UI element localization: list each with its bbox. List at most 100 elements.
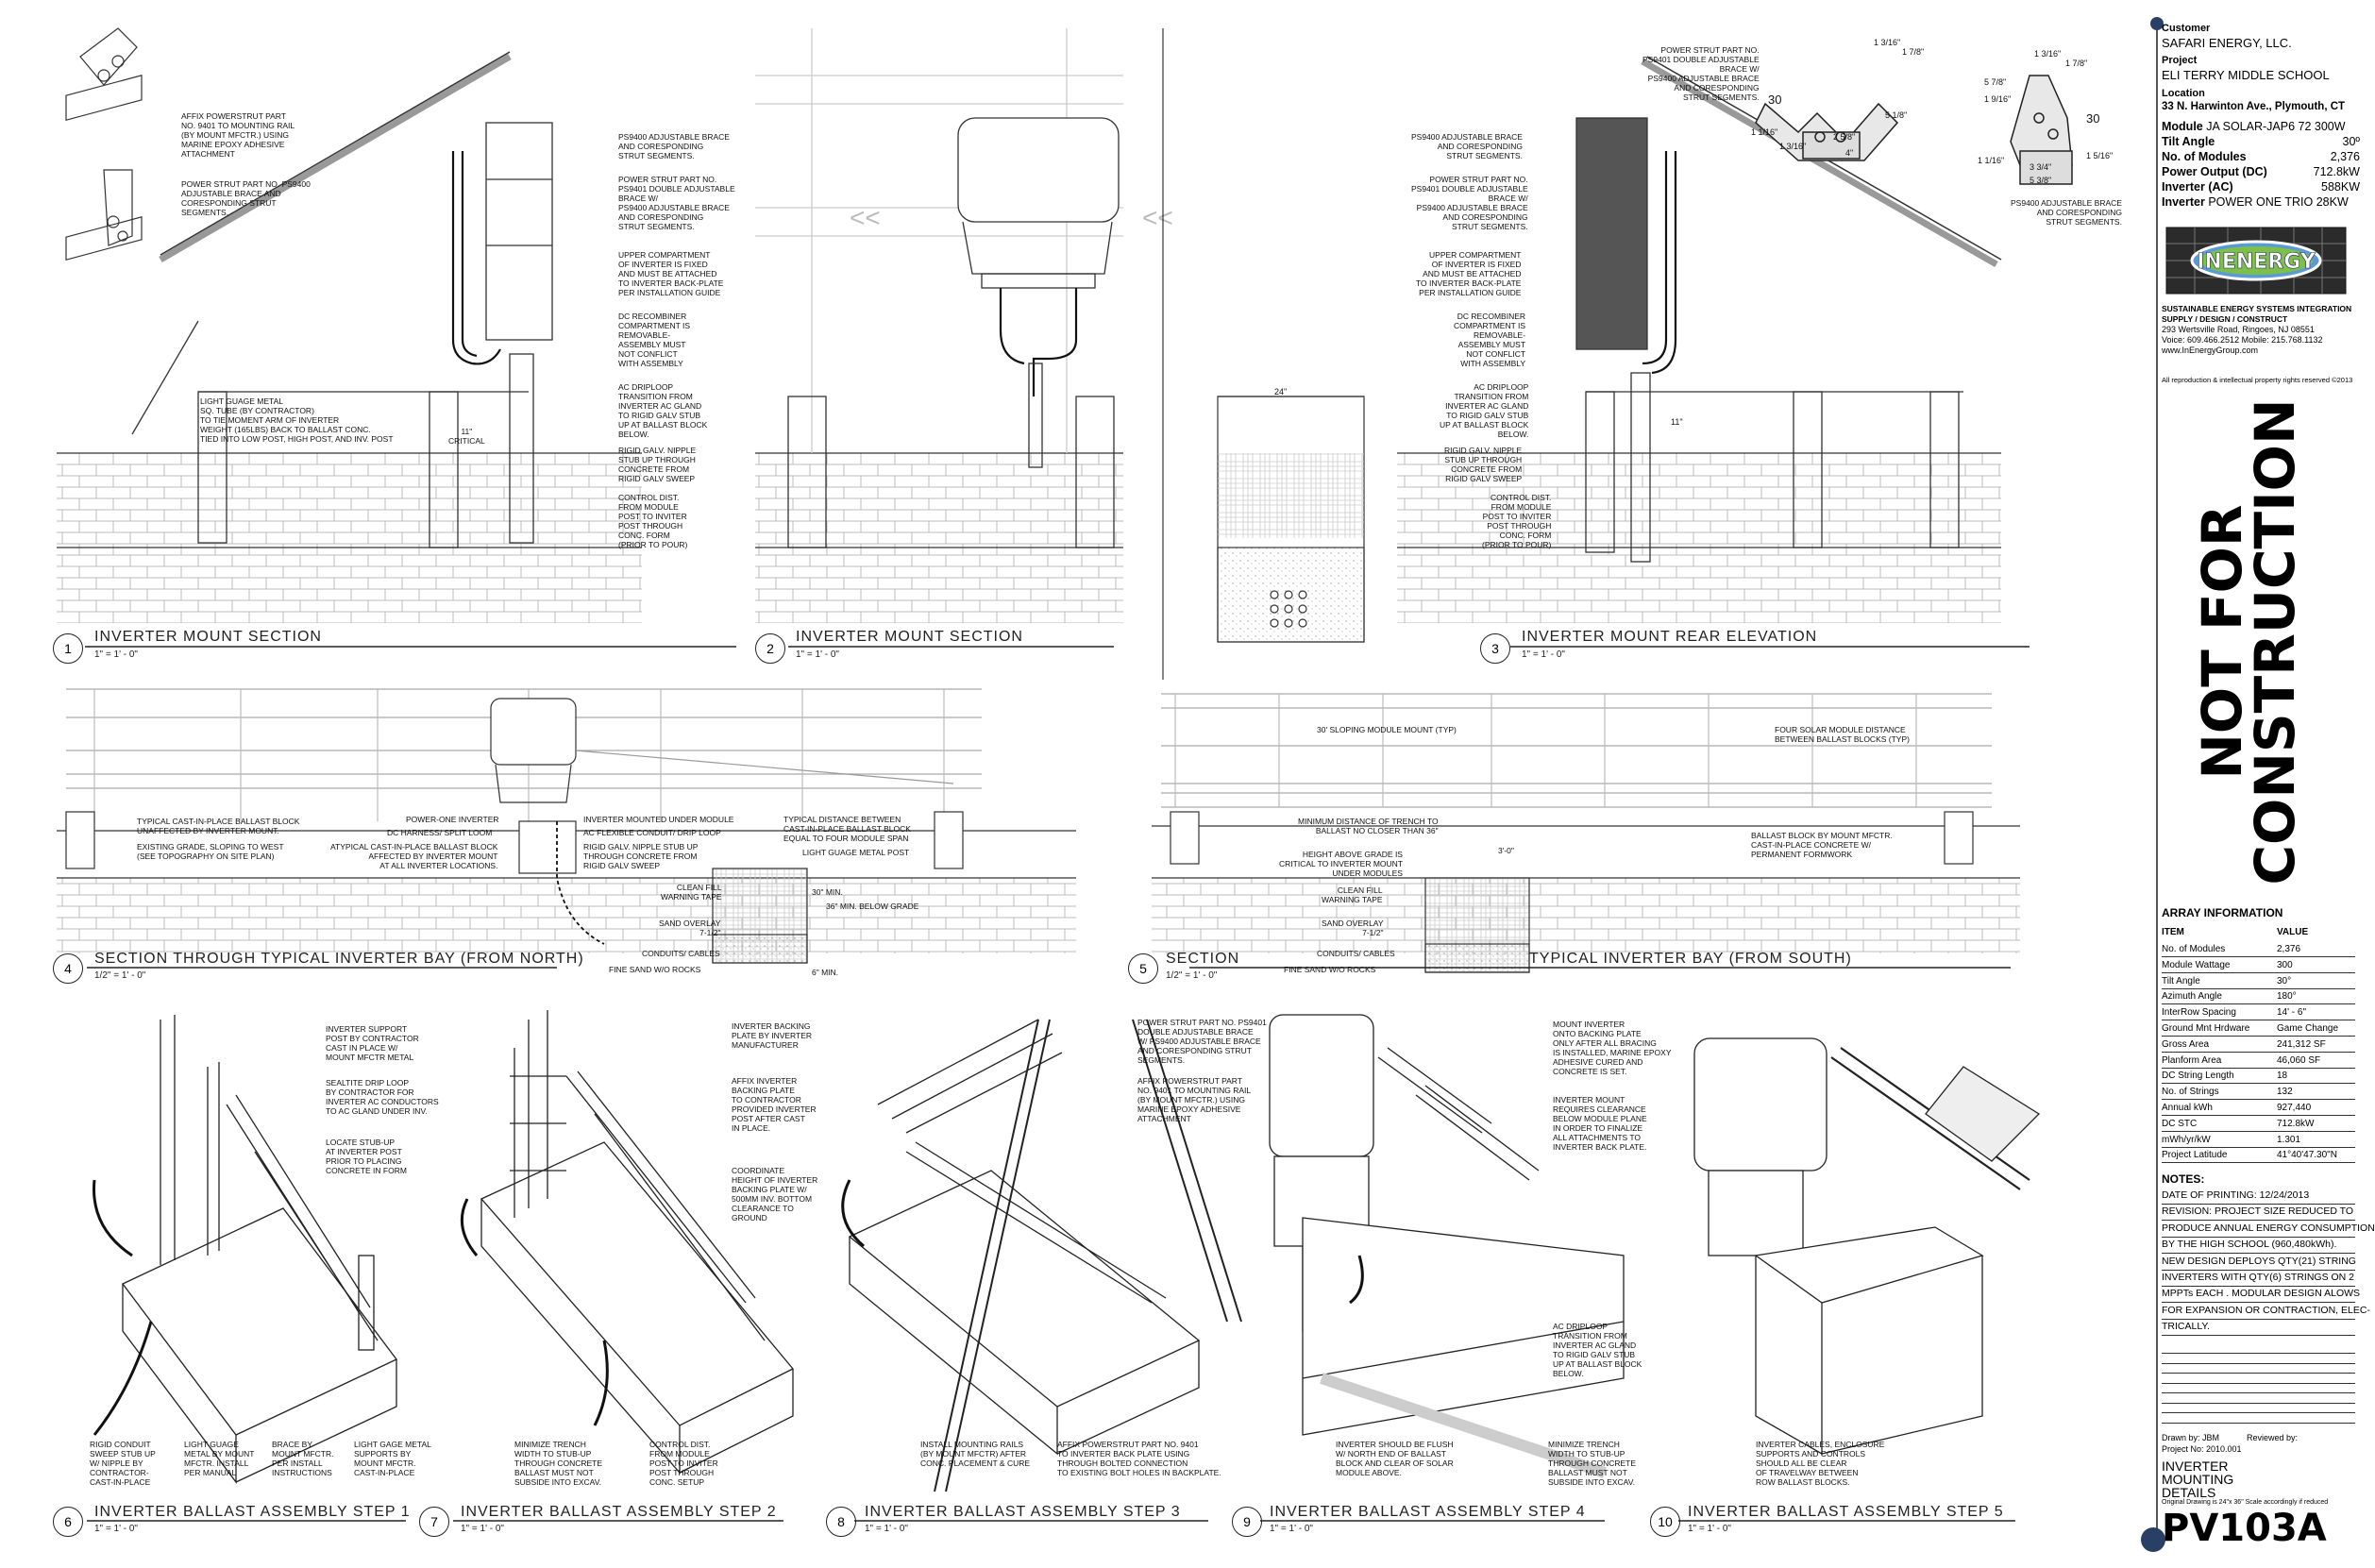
- v4-lightpost-note: LIGHT GUAGE METAL POST: [802, 848, 910, 857]
- drawing-sheet: << <<: [57, 27, 2073, 1522]
- array-item: InterRow Spacing: [2162, 1007, 2236, 1019]
- view-10-number: 10: [1650, 1507, 1680, 1537]
- array-value: 180°: [2277, 991, 2297, 1003]
- spec-power: Power Output (DC)712.8kW: [2162, 165, 2360, 178]
- v5-finesand-note: FINE SAND W/O ROCKS: [1284, 965, 1376, 974]
- s8-install-note: INSTALL MOUNTING RAILS (BY MOUNT MFCTR) …: [920, 1440, 1031, 1468]
- view-8-scale: 1" = 1' - 0": [865, 1524, 908, 1534]
- v4-min6-dim: 6" MIN.: [812, 968, 839, 977]
- view-5-number: 5: [1128, 953, 1158, 984]
- v5-height-note: HEIGHT ABOVE GRADE IS CRITICAL TO INVERT…: [1279, 850, 1403, 878]
- note-blank-line: [2162, 1402, 2355, 1404]
- array-item: Module Wattage: [2162, 959, 2231, 970]
- v3-top-strut-note: POWER STRUT PART NO. PS9401 DOUBLE ADJUS…: [1642, 45, 1760, 102]
- array-value: 712.8kW: [2277, 1118, 2315, 1129]
- step-6-drawing: [93, 1015, 397, 1484]
- view-3-drawing: [1397, 56, 2002, 623]
- titleblock-bottom-dot: [2141, 1527, 2165, 1552]
- array-item: Project Latitude: [2162, 1150, 2228, 1161]
- array-row: Project Latitude 41°40'47.30"N: [2162, 1148, 2355, 1164]
- bracket-left-dim-7: 1 7/8": [1902, 47, 1925, 57]
- mid-rigid-note: RIGID GALV. NIPPLE STUB UP THROUGH CONCR…: [618, 446, 697, 483]
- array-value: 41°40'47.30"N: [2277, 1150, 2337, 1161]
- v3-rigid-note: RIGID GALV. NIPPLE STUB UP THROUGH CONCR…: [1444, 446, 1523, 483]
- note-line: PRODUCE ANNUAL ENERGY CONSUMPTION: [2162, 1221, 2375, 1238]
- s10-cables-note: INVERTER CABLES, ENCLOSURE SUPPORTS AND …: [1756, 1440, 1885, 1487]
- s7-coordinate-note: COORDINATE HEIGHT OF INVERTER BACKING PL…: [732, 1166, 818, 1222]
- s9-ac-note: AC DRIPLOOP TRANSITION FROM INVERTER AC …: [1553, 1322, 1642, 1378]
- view-2-number: 2: [755, 633, 785, 664]
- step-7-drawing: [460, 1010, 795, 1475]
- v4-min36-dim: 36" MIN. BELOW GRADE: [826, 902, 919, 911]
- drawn-by: Drawn by: JBM: [2162, 1433, 2220, 1442]
- note-blank-line: [2162, 1352, 2355, 1354]
- array-item: No. of Strings: [2162, 1087, 2219, 1098]
- view-1-title: INVERTER MOUNT SECTION: [94, 629, 322, 645]
- company-address: 293 Wertsville Road, Ringoes, NJ 08551: [2162, 325, 2315, 334]
- original-drawing-note: Original Drawing is 24"x 36" Scale accor…: [2162, 1499, 2329, 1506]
- bracket-left-dim-3: 1 3/16": [1779, 142, 1807, 151]
- v1-affix-note: AFFIX POWERSTRUT PART NO. 9401 TO MOUNTI…: [181, 111, 295, 159]
- spec-module: Module JA SOLAR-JAP6 72 300W: [2162, 120, 2346, 133]
- note-blank-line: [2162, 1382, 2355, 1384]
- v4-dcharness-note: DC HARNESS/ SPLIT LOOM: [387, 828, 493, 837]
- v4-under-note: INVERTER MOUNTED UNDER MODULE: [583, 815, 734, 824]
- array-heading: ARRAY INFORMATION: [2162, 906, 2283, 919]
- note-line: FOR EXPANSION OR CONTRACTION, ELEC-: [2162, 1303, 2370, 1320]
- array-item: Gross Area: [2162, 1038, 2210, 1050]
- project-label: Project: [2162, 55, 2198, 66]
- array-value: 300: [2277, 959, 2293, 970]
- project-name: ELI TERRY MIDDLE SCHOOL: [2162, 68, 2330, 82]
- v4-atypical-note: ATYPICAL CAST-IN-PLACE BALLAST BLOCK AFF…: [330, 842, 498, 870]
- s6-light-note: LIGHT GUAGE METAL BY MOUNT MFCTR. INSTAL…: [184, 1440, 255, 1477]
- note-line: NEW DESIGN DEPLOYS QTY(21) STRING: [2162, 1254, 2356, 1271]
- bracket-right-dim-2: 1 3/16": [2034, 49, 2062, 59]
- v4-powerone-note: POWER-ONE INVERTER: [406, 815, 499, 824]
- s6-support-note: INVERTER SUPPORT POST BY CONTRACTOR CAST…: [326, 1024, 419, 1062]
- step-10-drawing: [1693, 1037, 2041, 1456]
- view-9-scale: 1" = 1' - 0": [1270, 1524, 1313, 1534]
- array-columns: ITEM VALUE: [2162, 927, 2355, 937]
- view-6-number: 6: [53, 1507, 83, 1537]
- view-8-number: 8: [826, 1507, 856, 1537]
- sheet-number: PV103A: [2162, 1507, 2327, 1550]
- view-6-title: INVERTER BALLAST ASSEMBLY STEP 1: [94, 1504, 411, 1520]
- array-item: Azimuth Angle: [2162, 991, 2222, 1003]
- view-7-title: INVERTER BALLAST ASSEMBLY STEP 2: [461, 1504, 777, 1520]
- array-value: 132: [2277, 1087, 2293, 1098]
- mid-ps9400-note: PS9400 ADJUSTABLE BRACE AND CORESPONDING…: [618, 132, 730, 160]
- s7-trench-note: MINIMIZE TRENCH WIDTH TO STUB-UP THROUGH…: [514, 1440, 603, 1487]
- view-4-title: SECTION THROUGH TYPICAL INVERTER BAY (FR…: [94, 951, 584, 967]
- bracket-right-dim-1: 5 7/8": [1984, 77, 2007, 87]
- array-value: 927,440: [2277, 1103, 2312, 1113]
- v3-ps9401-note: POWER STRUT PART NO. PS9401 DOUBLE ADJUS…: [1411, 175, 1528, 231]
- s8-affix-backplate-note: AFFIX POWERSTRUT PART NO. 9401 TO INVERT…: [1057, 1440, 1221, 1477]
- v1-strut-note: POWER STRUT PART NO. PS9400 ADJUSTABLE B…: [181, 179, 311, 217]
- v4-cleanfill-note: CLEAN FILL WARNING TAPE: [661, 883, 722, 902]
- v5-cleanfill-note: CLEAN FILL WARNING TAPE: [1322, 885, 1383, 904]
- logo-text: INENERGY: [2197, 250, 2316, 274]
- mid-ac-note: AC DRIPLOOP TRANSITION FROM INVERTER AC …: [618, 382, 708, 439]
- array-row: No. of Strings 132: [2162, 1085, 2355, 1101]
- customer-label: Customer: [2162, 23, 2211, 34]
- customer-name: SAFARI ENERGY, LLC.: [2162, 36, 2292, 50]
- title-underlines: [85, 646, 2030, 1522]
- s6-sealtite-note: SEALTITE DRIP LOOP BY CONTRACTOR FOR INV…: [326, 1078, 439, 1116]
- view-8-title: INVERTER BALLAST ASSEMBLY STEP 3: [865, 1504, 1181, 1520]
- view-5-title-2: TYPICAL INVERTER BAY (FROM SOUTH): [1529, 951, 1852, 967]
- trench-width-dim: 24": [1274, 387, 1288, 396]
- bracket-left-dim-5: 4": [1845, 148, 1854, 158]
- s7-affix-note: AFFIX INVERTER BACKING PLATE TO CONTRACT…: [732, 1076, 817, 1133]
- bracket-right-dim-4: 1 9/16": [1984, 94, 2012, 104]
- reviewed-by: Reviewed by:: [2247, 1433, 2299, 1442]
- array-value: 14' - 6": [2277, 1007, 2307, 1019]
- stamp-line-2: CONSTRUCTION: [2243, 398, 2307, 885]
- v5-conduits-note: CONDUITS/ CABLES: [1317, 949, 1395, 958]
- array-item: Annual kWh: [2162, 1103, 2213, 1113]
- array-row: Azimuth Angle 180°: [2162, 989, 2355, 1005]
- notes-heading: NOTES:: [2162, 1172, 2205, 1186]
